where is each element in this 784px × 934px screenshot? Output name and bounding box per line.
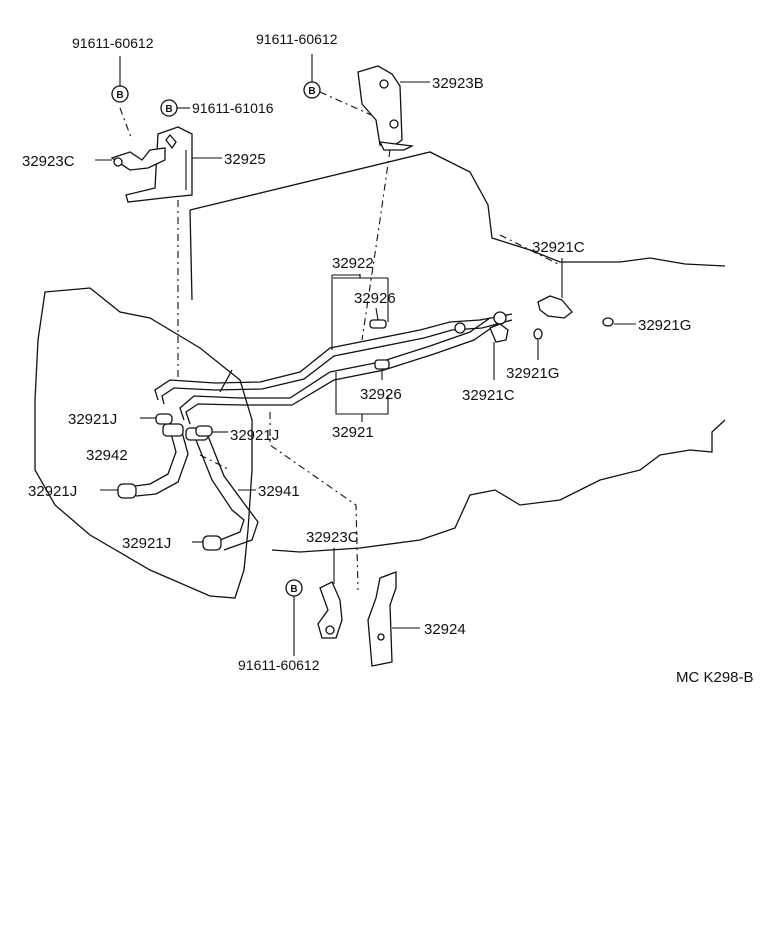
label-32921G-right: 32921G — [638, 317, 691, 334]
clamp-32926-upper[interactable] — [369, 319, 387, 329]
label-32921J-a: 32921J — [68, 411, 117, 428]
gasket-32921G-right[interactable] — [602, 317, 614, 327]
dash-leaders — [119, 91, 561, 591]
label-32922: 32922 — [332, 255, 374, 272]
label-32923C-top: 32923C — [22, 153, 75, 170]
bolt-icon-bottom: B — [285, 579, 303, 597]
bracket-32923C-top[interactable] — [110, 147, 166, 171]
label-32921G-mid: 32921G — [506, 365, 559, 382]
svg-text:B: B — [116, 90, 123, 101]
label-bolt-bottom: 91611-60612 — [238, 657, 320, 673]
hose-32942[interactable] — [134, 423, 189, 497]
clip-32921J-a[interactable] — [155, 413, 173, 425]
clip-32921J-b[interactable] — [195, 425, 213, 437]
svg-text:B: B — [308, 86, 315, 97]
label-32925: 32925 — [224, 151, 266, 168]
engine-outline — [189, 151, 726, 553]
label-bolt-top-left: 91611-60612 — [72, 35, 154, 51]
union-32921C-lower[interactable] — [489, 323, 509, 343]
label-32923C-bottom: 32923C — [306, 529, 359, 546]
label-leaders — [95, 54, 636, 656]
label-bolt-inline: 91611-61016 — [192, 100, 274, 116]
svg-text:B: B — [165, 104, 172, 115]
bracket-32923B[interactable] — [357, 65, 415, 151]
label-bolt-top-mid: 91611-60612 — [256, 31, 338, 47]
label-32926-lower: 32926 — [360, 386, 402, 403]
label-32921J-d: 32921J — [122, 535, 171, 552]
union-32921C-upper[interactable] — [537, 295, 573, 319]
bracket-32924[interactable] — [367, 571, 397, 667]
pipe-32921[interactable] — [179, 311, 507, 425]
reference-code: MC K298-B — [676, 669, 754, 686]
label-32921C-upper: 32921C — [532, 239, 585, 256]
bolt-icon-top-left: B — [111, 85, 129, 103]
bolt-icon-inline: B — [160, 99, 178, 117]
bracket-32925[interactable] — [125, 126, 193, 203]
label-32941: 32941 — [258, 483, 300, 500]
label-32921C-lower: 32921C — [462, 387, 515, 404]
bolt-icon-top-mid: B — [303, 81, 321, 99]
label-32921: 32921 — [332, 424, 374, 441]
label-32923B: 32923B — [432, 75, 484, 92]
label-32921J-b: 32921J — [230, 427, 279, 444]
clip-32921J-d[interactable] — [202, 535, 222, 551]
label-32924: 32924 — [424, 621, 466, 638]
svg-text:B: B — [290, 584, 297, 595]
clamp-32926-lower[interactable] — [374, 359, 390, 370]
bracket-32923C-bottom[interactable] — [317, 581, 343, 639]
clip-32921J-c[interactable] — [117, 483, 137, 499]
gasket-32921G-mid[interactable] — [533, 328, 543, 340]
label-32926-upper: 32926 — [354, 290, 396, 307]
transmission-outline — [34, 287, 253, 599]
label-32942: 32942 — [86, 447, 128, 464]
label-32921J-c: 32921J — [28, 483, 77, 500]
